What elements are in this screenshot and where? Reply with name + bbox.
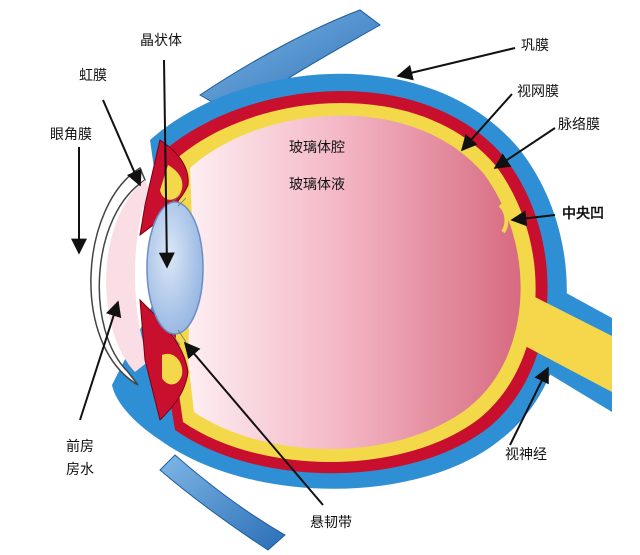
arrow-sclera bbox=[396, 47, 516, 81]
label-retina: 视网膜 bbox=[517, 84, 559, 100]
zonule-fibers bbox=[171, 194, 187, 346]
arrow-zonule bbox=[183, 341, 324, 506]
label-iris: 虹膜 bbox=[79, 68, 107, 84]
lower-muscle bbox=[159, 454, 286, 551]
anterior-chamber-fill bbox=[106, 180, 150, 372]
label-aqueous-humor: 房水 bbox=[66, 462, 94, 478]
arrow-fovea bbox=[510, 210, 556, 227]
label-anterior-chamber: 前房 bbox=[66, 439, 94, 455]
label-sclera: 巩膜 bbox=[521, 38, 549, 54]
pointer-arrows bbox=[71, 47, 556, 506]
label-cornea: 眼角膜 bbox=[50, 127, 92, 143]
vitreous-body bbox=[188, 115, 521, 450]
arrow-choroid bbox=[493, 127, 556, 169]
optic-nerve-core bbox=[525, 292, 612, 392]
arrow-iris bbox=[102, 99, 142, 187]
arrow-retina bbox=[460, 93, 513, 152]
arrow-lens bbox=[158, 59, 175, 269]
lens bbox=[146, 201, 204, 335]
arrow-anterior-chamber bbox=[79, 300, 122, 421]
cornea bbox=[90, 166, 146, 386]
label-vitreous-cavity: 玻璃体腔 bbox=[289, 140, 345, 156]
label-vitreous-humor: 玻璃体液 bbox=[289, 177, 345, 193]
label-choroid: 脉络膜 bbox=[558, 117, 600, 133]
label-optic-nerve: 视神经 bbox=[505, 447, 547, 463]
fovea-pit bbox=[498, 203, 509, 234]
label-fovea: 中央凹 bbox=[562, 206, 604, 222]
label-zonule: 悬韧带 bbox=[310, 515, 352, 531]
arrow-optic-nerve bbox=[509, 366, 549, 446]
ciliary-lower bbox=[162, 353, 183, 385]
label-lens: 晶状体 bbox=[140, 33, 182, 49]
